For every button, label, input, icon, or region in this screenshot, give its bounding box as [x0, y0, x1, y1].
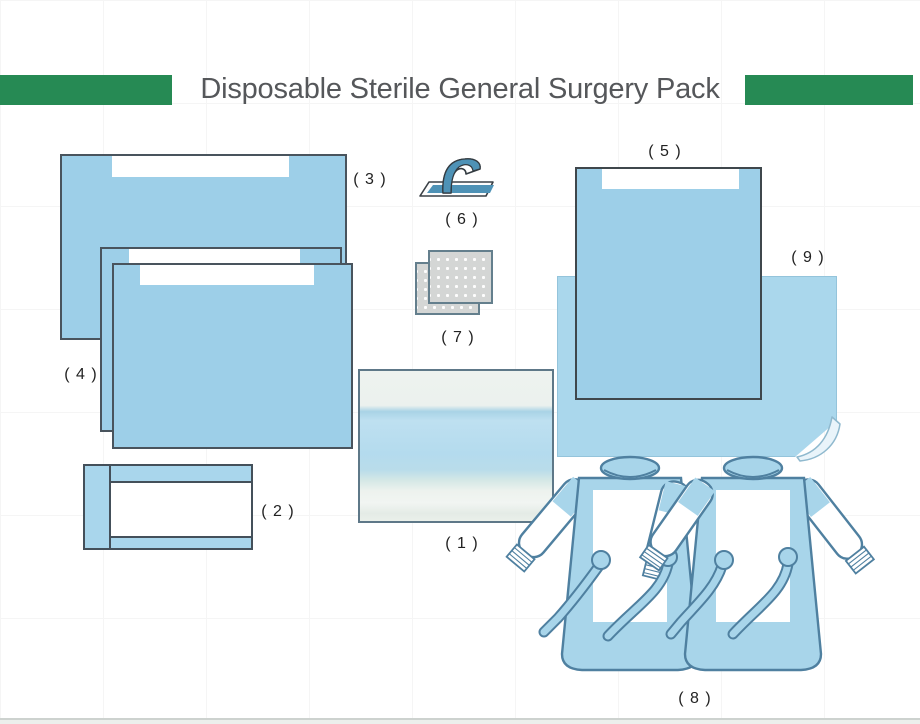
gown-1-collar-seam — [603, 469, 657, 478]
tape-blue-band — [427, 185, 494, 193]
fenestrated-drape-2 — [83, 464, 253, 550]
item-label-8: ( 8 ) — [678, 690, 712, 707]
drape-2-window — [111, 481, 251, 538]
drape-3-adhesive-strip — [112, 156, 289, 177]
item-label-9: ( 9 ) — [791, 249, 825, 266]
tape-curl-top — [442, 158, 481, 194]
gown-2-collar-seam — [726, 469, 780, 478]
item-label-5: ( 5 ) — [648, 143, 682, 160]
gown-2 — [638, 455, 876, 672]
surgical-gowns-illustration — [505, 455, 876, 672]
drape-5-adhesive-strip — [602, 169, 739, 189]
header-accent-bar-left — [0, 75, 172, 105]
drape-2-fold-line — [109, 466, 111, 548]
absorbent-underpad-1 — [358, 369, 554, 523]
item-label-7: ( 7 ) — [441, 329, 475, 346]
page-curl-flap — [796, 416, 841, 462]
table-cover-9-curl — [796, 416, 841, 462]
gown-2-left-sleeve — [638, 477, 715, 572]
bottom-divider-line — [0, 718, 920, 720]
gown-2-waist-ties — [665, 547, 798, 640]
item-label-4: ( 4 ) — [64, 366, 98, 383]
drape-5 — [575, 167, 762, 400]
item-label-3: ( 3 ) — [353, 171, 387, 188]
gown-2-collar — [722, 455, 784, 481]
gown-1-collar — [599, 455, 661, 481]
gown-1-left-sleeve — [505, 476, 592, 573]
header-accent-bar-right — [745, 75, 913, 105]
gauze-swab-front — [428, 250, 493, 304]
op-tape-illustration — [419, 158, 494, 197]
bottom-pale-strip — [0, 720, 920, 724]
item-label-2: ( 2 ) — [261, 503, 295, 520]
drape-4-front-sheet — [112, 263, 353, 449]
item-label-6: ( 6 ) — [445, 211, 479, 228]
drape-4-front-strip — [140, 265, 314, 285]
item-label-1: ( 1 ) — [445, 535, 479, 552]
page-title: Disposable Sterile General Surgery Pack — [200, 73, 720, 105]
